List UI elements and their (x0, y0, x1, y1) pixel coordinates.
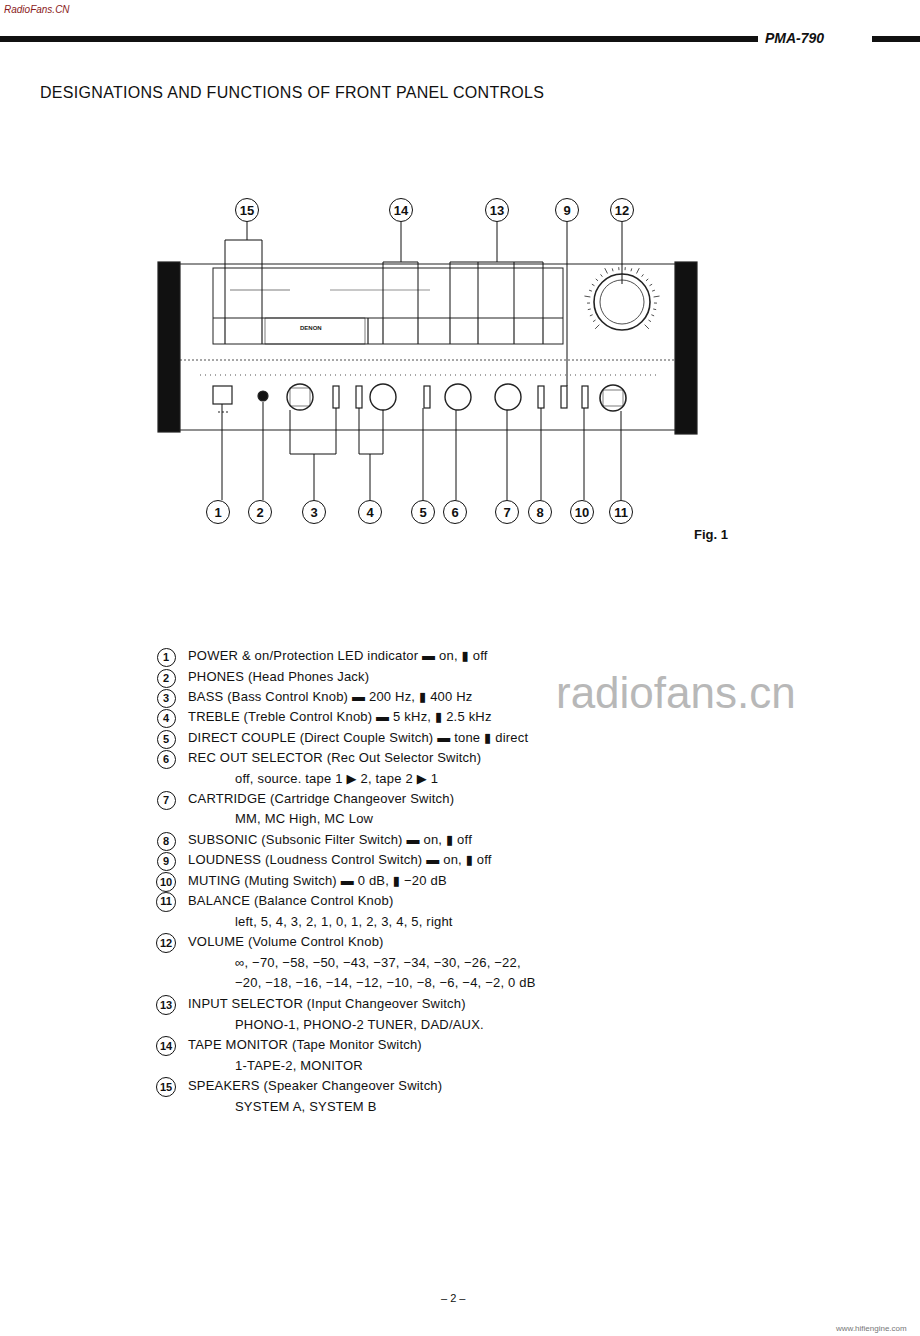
callout-number: 4 (163, 713, 169, 724)
control-settings: MM, MC High, MC Low (235, 812, 373, 827)
callout-number: 9 (563, 204, 570, 217)
callout-circle: 13 (485, 198, 509, 222)
callout-number: 15 (240, 204, 254, 217)
control-settings: left, 5, 4, 3, 2, 1, 0, 1, 2, 3, 4, 5, r… (235, 915, 453, 930)
callout-circle: 7 (157, 791, 176, 810)
model-name: PMA-790 (765, 30, 824, 46)
callout-circle: 10 (156, 872, 176, 892)
header-bar (0, 36, 758, 42)
callout-number: 15 (160, 1082, 172, 1093)
callout-circle: 5 (411, 500, 435, 524)
control-description: SUBSONIC (Subsonic Filter Switch) ▬ on, … (188, 833, 472, 848)
amplifier-panel (158, 262, 697, 434)
callout-circle: 9 (555, 198, 579, 222)
callout-circle: 11 (156, 892, 176, 912)
callout-number: 14 (394, 204, 408, 217)
watermark: www.hifiengine.com (836, 1324, 907, 1333)
callout-circle: 1 (157, 648, 176, 667)
callout-number: 6 (163, 754, 169, 765)
callout-circle: 8 (157, 832, 176, 851)
control-description: INPUT SELECTOR (Input Changeover Switch) (188, 997, 466, 1012)
callout-number: 1 (214, 506, 221, 519)
callout-number: 7 (503, 506, 510, 519)
callout-number: 2 (163, 673, 169, 684)
control-settings: ∞, −70, −58, −50, −43, −37, −34, −30, −2… (235, 956, 521, 971)
callout-number: 11 (160, 896, 172, 907)
panel-brand: DENON (300, 325, 322, 332)
callout-circle: 4 (358, 500, 382, 524)
control-settings: 1-TAPE-2, MONITOR (235, 1059, 363, 1074)
callout-number: 5 (419, 506, 426, 519)
callout-number: 14 (160, 1041, 172, 1052)
control-description: MUTING (Muting Switch) ▬ 0 dB, ▮ −20 dB (188, 874, 447, 889)
callout-circle: 7 (495, 500, 519, 524)
callout-number: 6 (451, 506, 458, 519)
callout-circle: 5 (157, 730, 176, 749)
figure-caption: Fig. 1 (694, 528, 728, 543)
callout-number: 5 (163, 734, 169, 745)
callout-number: 4 (366, 506, 373, 519)
callout-circle: 1 (206, 500, 230, 524)
control-description: TAPE MONITOR (Tape Monitor Switch) (188, 1038, 422, 1053)
callout-circle: 15 (235, 198, 259, 222)
callout-circle: 2 (248, 500, 272, 524)
callout-number: 9 (163, 856, 169, 867)
callout-circle: 10 (570, 500, 594, 524)
callout-circle: 11 (609, 500, 633, 524)
page-number: – 2 – (441, 1292, 465, 1305)
control-settings: off, source. tape 1 ▶ 2, tape 2 ▶ 1 (235, 772, 438, 787)
watermark: radiofans.cn (556, 668, 796, 719)
watermark: RadioFans.CN (4, 4, 70, 16)
control-description: DIRECT COUPLE (Direct Couple Switch) ▬ t… (188, 731, 528, 746)
control-settings: −20, −18, −16, −14, −12, −10, −8, −6, −4… (235, 976, 536, 991)
control-settings: PHONO-1, PHONO-2 TUNER, DAD/AUX. (235, 1018, 484, 1033)
callout-circle: 4 (157, 709, 176, 728)
callout-circle: 12 (610, 198, 634, 222)
callout-number: 1 (163, 652, 169, 663)
callout-number: 12 (615, 204, 629, 217)
callout-number: 7 (163, 795, 169, 806)
callout-circle: 14 (389, 198, 413, 222)
callout-number: 8 (536, 506, 543, 519)
callout-number: 8 (163, 836, 169, 847)
control-description: BALANCE (Balance Control Knob) (188, 894, 393, 909)
control-description: LOUDNESS (Loudness Control Switch) ▬ on,… (188, 853, 492, 868)
callout-circle: 9 (157, 852, 176, 871)
control-description: SPEAKERS (Speaker Changeover Switch) (188, 1079, 442, 1094)
control-description: VOLUME (Volume Control Knob) (188, 935, 384, 950)
callout-circle: 13 (156, 995, 176, 1015)
callout-circle: 3 (157, 689, 176, 708)
control-description: REC OUT SELECTOR (Rec Out Selector Switc… (188, 751, 481, 766)
callout-circle: 6 (443, 500, 467, 524)
callout-circle: 15 (156, 1077, 176, 1097)
callout-number: 3 (163, 693, 169, 704)
control-description: POWER & on/Protection LED indicator ▬ on… (188, 649, 488, 664)
callout-circle: 6 (157, 750, 176, 769)
control-description: BASS (Bass Control Knob) ▬ 200 Hz, ▮ 400… (188, 690, 473, 705)
callout-number: 13 (490, 204, 504, 217)
callout-number: 2 (256, 506, 263, 519)
page-title: DESIGNATIONS AND FUNCTIONS OF FRONT PANE… (40, 84, 544, 102)
callout-circle: 14 (156, 1036, 176, 1056)
control-settings: SYSTEM A, SYSTEM B (235, 1100, 377, 1115)
callout-number: 3 (310, 506, 317, 519)
callout-circle: 3 (302, 500, 326, 524)
control-description: CARTRIDGE (Cartridge Changeover Switch) (188, 792, 454, 807)
callout-circle: 2 (157, 669, 176, 688)
callout-number: 11 (614, 506, 628, 519)
callout-number: 12 (160, 938, 172, 949)
control-description: PHONES (Head Phones Jack) (188, 670, 369, 685)
callout-circle: 12 (156, 933, 176, 953)
header-bar (872, 36, 920, 42)
leader-lines (222, 222, 622, 500)
callout-number: 10 (575, 506, 589, 519)
callout-circle: 8 (528, 500, 552, 524)
control-description: TREBLE (Treble Control Knob) ▬ 5 kHz, ▮ … (188, 710, 492, 725)
callout-number: 13 (160, 1000, 172, 1011)
callout-number: 10 (160, 877, 172, 888)
